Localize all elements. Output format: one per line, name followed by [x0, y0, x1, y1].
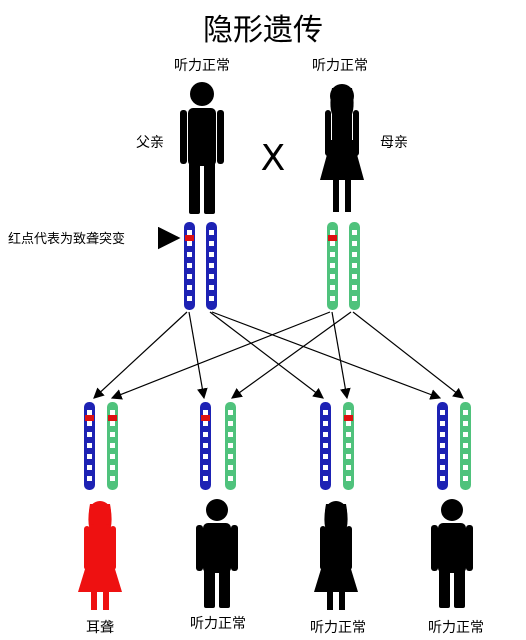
arrow-father-to-child-2 [188, 311, 208, 400]
child-1-chromosome-maternal [107, 402, 118, 490]
child-4-chromosome-maternal [460, 402, 471, 490]
mother-chromosome-right [349, 222, 360, 310]
child-3-chromosome-maternal [343, 402, 354, 490]
child-2-figure [196, 499, 238, 608]
arrow-father-to-child-3 [209, 311, 324, 399]
child-2-status-label: 听力正常 [190, 616, 246, 632]
arrow-father-to-child-4 [211, 311, 442, 400]
father-figure [180, 82, 224, 214]
diagram-title: 隐形遗传 [203, 13, 323, 48]
child-4-figure [431, 499, 473, 608]
mother-figure [320, 84, 364, 212]
arrow-mother-to-child-2 [231, 311, 352, 399]
father-status-label: 听力正常 [174, 58, 230, 74]
arrow-mother-to-child-3 [331, 311, 351, 400]
cross-symbol: X [261, 138, 286, 179]
arrow-mother-to-child-1 [110, 311, 331, 400]
child-4-status-label: 听力正常 [428, 620, 484, 636]
mother-status-label: 听力正常 [312, 58, 368, 74]
child-3-chromosome-paternal [320, 402, 331, 490]
father-role-label: 父亲 [136, 135, 164, 151]
child-3-figure [314, 501, 358, 610]
father-chromosome-right [206, 222, 217, 310]
child-2-chromosome-paternal [200, 402, 211, 490]
child-1-chromosome-paternal [84, 402, 95, 490]
child-1-status-label: 耳聋 [86, 620, 114, 636]
mother-role-label: 母亲 [380, 135, 408, 151]
child-1-figure [78, 501, 122, 610]
arrow-mother-to-child-4 [352, 311, 464, 399]
child-3-status-label: 听力正常 [310, 620, 366, 636]
mutation-annotation: 红点代表为致聋突变 [8, 231, 125, 247]
arrow-father-to-child-1 [93, 311, 188, 399]
mother-chromosome-left [327, 222, 338, 310]
father-chromosome-left [184, 222, 195, 310]
child-2-chromosome-maternal [225, 402, 236, 490]
inheritance-arrows [93, 311, 464, 400]
child-4-chromosome-paternal [437, 402, 448, 490]
